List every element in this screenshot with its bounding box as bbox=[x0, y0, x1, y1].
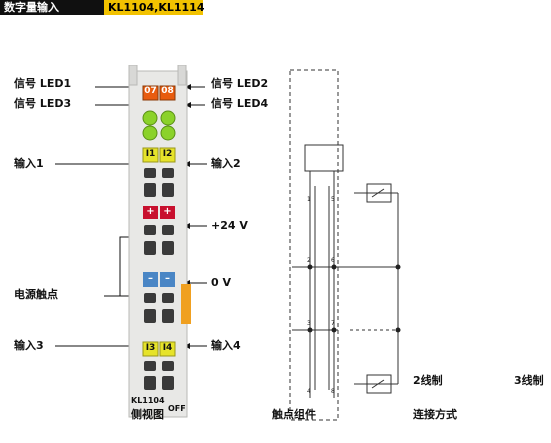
plus-left: + bbox=[146, 206, 155, 217]
footer-connection: 连接方式 bbox=[413, 408, 457, 421]
led-label-07: 07 bbox=[144, 86, 157, 96]
label-led2: 信号 LED2 bbox=[211, 77, 269, 90]
housing-outline bbox=[289, 69, 339, 421]
label-plus24: +24 V bbox=[211, 219, 248, 232]
channel-i1: I1 bbox=[145, 149, 156, 159]
pin-2: 2 bbox=[307, 257, 311, 264]
channel-i3: I3 bbox=[145, 343, 156, 353]
footer-two-wire: 2线制 bbox=[413, 374, 443, 387]
terminal-block bbox=[128, 65, 191, 418]
minus-right: – bbox=[165, 273, 170, 284]
terminal-model-text: KL1104 bbox=[131, 396, 165, 405]
bracket-power-contacts bbox=[119, 236, 134, 297]
channel-i4: I4 bbox=[162, 343, 173, 353]
header-model: KL1104,KL1114 bbox=[104, 0, 204, 15]
terminal-state-text: OFF bbox=[168, 404, 186, 413]
label-power-contacts: 电源触点 bbox=[14, 288, 58, 301]
pin-8: 8 bbox=[331, 388, 335, 395]
pin-7: 7 bbox=[331, 320, 335, 327]
label-input1: 输入1 bbox=[14, 157, 44, 170]
pin-3: 3 bbox=[307, 320, 311, 327]
label-input3: 输入3 bbox=[14, 339, 44, 352]
led-label-08: 08 bbox=[161, 86, 174, 96]
contact-schematic bbox=[289, 69, 401, 421]
channel-i2: I2 bbox=[162, 149, 173, 159]
pin-5: 5 bbox=[331, 196, 335, 203]
label-input2: 输入2 bbox=[211, 157, 241, 170]
label-led1: 信号 LED1 bbox=[14, 77, 72, 90]
plus-right: + bbox=[163, 206, 172, 217]
label-zero-v: 0 V bbox=[211, 276, 231, 289]
footer-contact-assembly: 触点组件 bbox=[272, 408, 316, 421]
electronics-box bbox=[304, 144, 344, 172]
pin-1: 1 bbox=[307, 196, 311, 203]
label-led3: 信号 LED3 bbox=[14, 97, 72, 110]
label-led4: 信号 LED4 bbox=[211, 97, 269, 110]
header-category: 数字量输入 bbox=[0, 0, 104, 15]
pin-6: 6 bbox=[331, 257, 335, 264]
label-input4: 输入4 bbox=[211, 339, 241, 352]
pin-4: 4 bbox=[307, 388, 311, 395]
footer-side-view: 侧视图 bbox=[131, 408, 164, 421]
minus-left: – bbox=[148, 273, 153, 284]
footer-three-wire: 3线制 bbox=[514, 374, 544, 387]
